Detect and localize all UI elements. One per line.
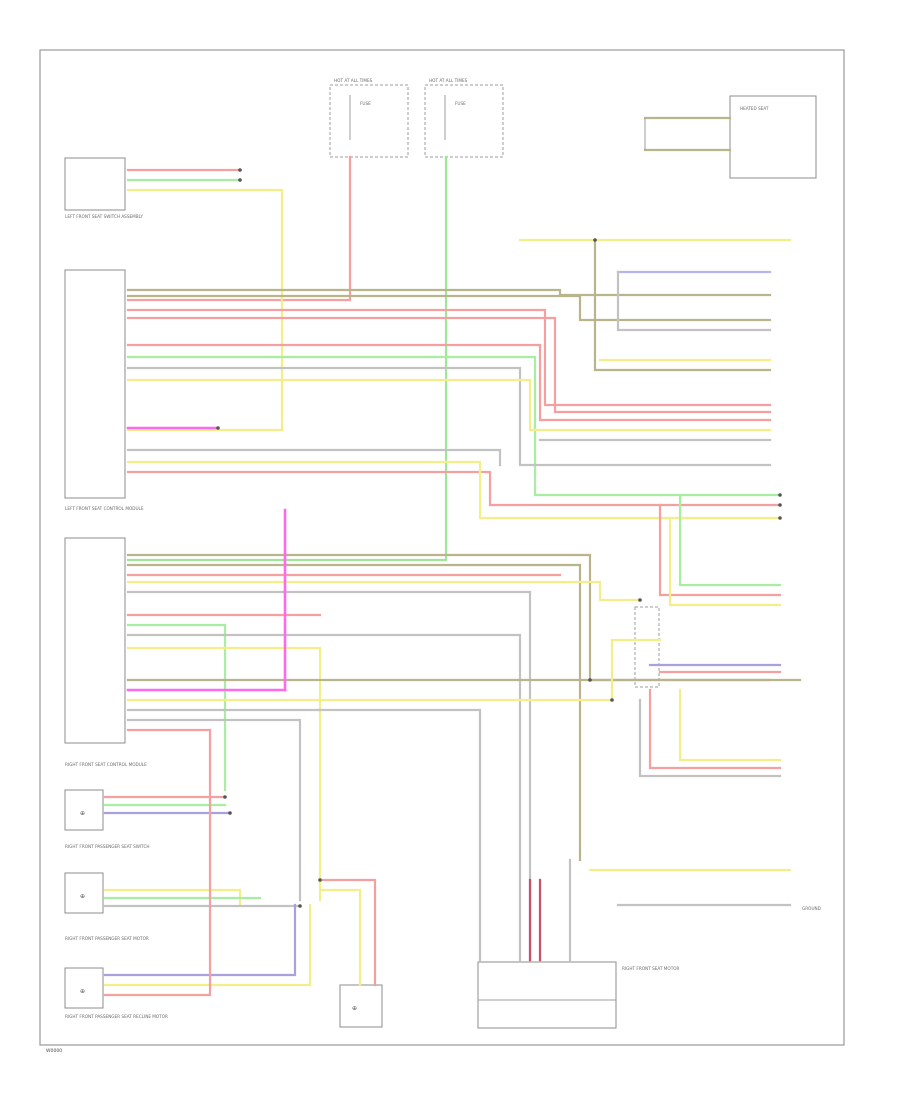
rf-passenger-switch-1 [64, 789, 104, 831]
fuse-box-right [424, 84, 504, 158]
rf-passenger-switch-2 [64, 872, 104, 914]
rf-passenger-seat-motor-label: RIGHT FRONT PASSENGER SEAT MOTOR [65, 936, 149, 941]
rf-passenger-recline-label: RIGHT FRONT PASSENGER SEAT RECLINE MOTOR [65, 1014, 168, 1019]
hot-at-all-times-label-2: HOT AT ALL TIMES [429, 78, 468, 83]
diagram-frame [39, 49, 845, 1046]
lf-seat-switch-block [64, 157, 126, 211]
rf-passenger-switch-label: RIGHT FRONT PASSENGER SEAT SWITCH [65, 844, 150, 849]
switch-2-symbol: ⊕ [80, 893, 85, 900]
fuse-label-2: FUSE [455, 101, 466, 106]
fuse-box-left [329, 84, 409, 158]
switch-3-symbol: ⊕ [80, 988, 85, 995]
switch-1-symbol: ⊕ [80, 810, 85, 817]
recline-motor-symbol: ⊕ [352, 1005, 357, 1012]
page-code: W0000 [46, 1048, 62, 1054]
lf-seat-module [64, 269, 126, 499]
rf-seat-motor-box [477, 961, 617, 1029]
right-connector-1 [634, 606, 660, 688]
rf-seat-motor-label: RIGHT FRONT SEAT MOTOR [622, 966, 680, 971]
rf-seat-module [64, 537, 126, 744]
rf-recline-motor-box [339, 984, 383, 1028]
rf-seat-module-label: RIGHT FRONT SEAT CONTROL MODULE [65, 762, 147, 767]
heated-seat-label: HEATED SEAT [740, 106, 769, 111]
rf-passenger-switch-3 [64, 967, 104, 1009]
hot-at-all-times-label-1: HOT AT ALL TIMES [334, 78, 373, 83]
lf-seat-module-label: LEFT FRONT SEAT CONTROL MODULE [65, 506, 144, 511]
lf-seat-switch-label: LEFT FRONT SEAT SWITCH ASSEMBLY [65, 214, 143, 219]
top-right-module [729, 95, 817, 179]
fuse-label-1: FUSE [360, 101, 371, 106]
ground-label: GROUND [802, 906, 821, 911]
